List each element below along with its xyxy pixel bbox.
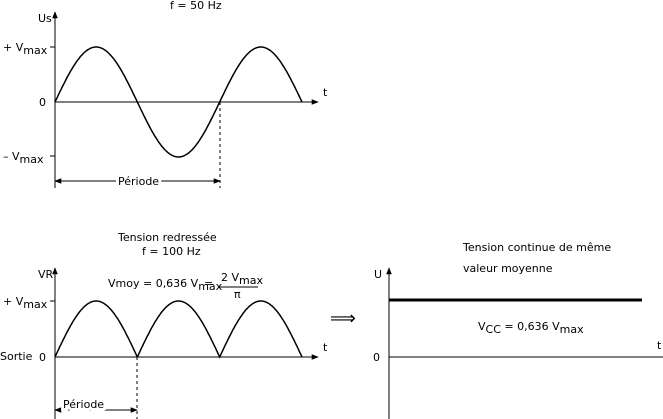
rectified-frequency: f = 100 Hz xyxy=(142,245,201,258)
vcc-formula: VCC = 0,636 Vmax xyxy=(478,320,584,336)
dc-x-label: t xyxy=(657,339,662,352)
rectified-period-label: Période xyxy=(63,398,104,411)
rectified-title: Tension redressée xyxy=(117,231,217,244)
rectified-y-label: VR xyxy=(38,268,54,281)
dc-y-label: U xyxy=(374,268,382,281)
rectified-x-label: t xyxy=(323,341,328,354)
top-neg-vmax-label: – Vmax xyxy=(3,150,44,166)
top-frequency: f = 50 Hz xyxy=(170,0,222,12)
dc-zero-label: 0 xyxy=(373,351,380,364)
top-x-label: t xyxy=(323,86,328,99)
dc-subtitle: valeur moyenne xyxy=(463,262,553,275)
top-period-label: Période xyxy=(118,175,159,188)
implies-arrow: ⟹ xyxy=(330,308,356,329)
top-zero-label: 0 xyxy=(39,96,46,109)
dc-title: Tension continue de même xyxy=(462,241,611,254)
formula-equals: = xyxy=(204,277,213,290)
formula-numerator: 2 Vmax xyxy=(221,271,263,287)
rectified-zero-label: 0 xyxy=(39,351,46,364)
sortie-label: Sortie xyxy=(0,350,33,363)
rectified-vmax-label: + Vmax xyxy=(3,295,48,311)
rectified-wave xyxy=(54,300,303,359)
formula-denominator: π xyxy=(234,288,241,301)
top-y-label: Us xyxy=(38,12,52,25)
mean-voltage-formula: Vmoy = 0,636 Vmax xyxy=(108,277,223,293)
top-vmax-label: + Vmax xyxy=(3,41,48,57)
input-sine-wave xyxy=(54,46,303,158)
